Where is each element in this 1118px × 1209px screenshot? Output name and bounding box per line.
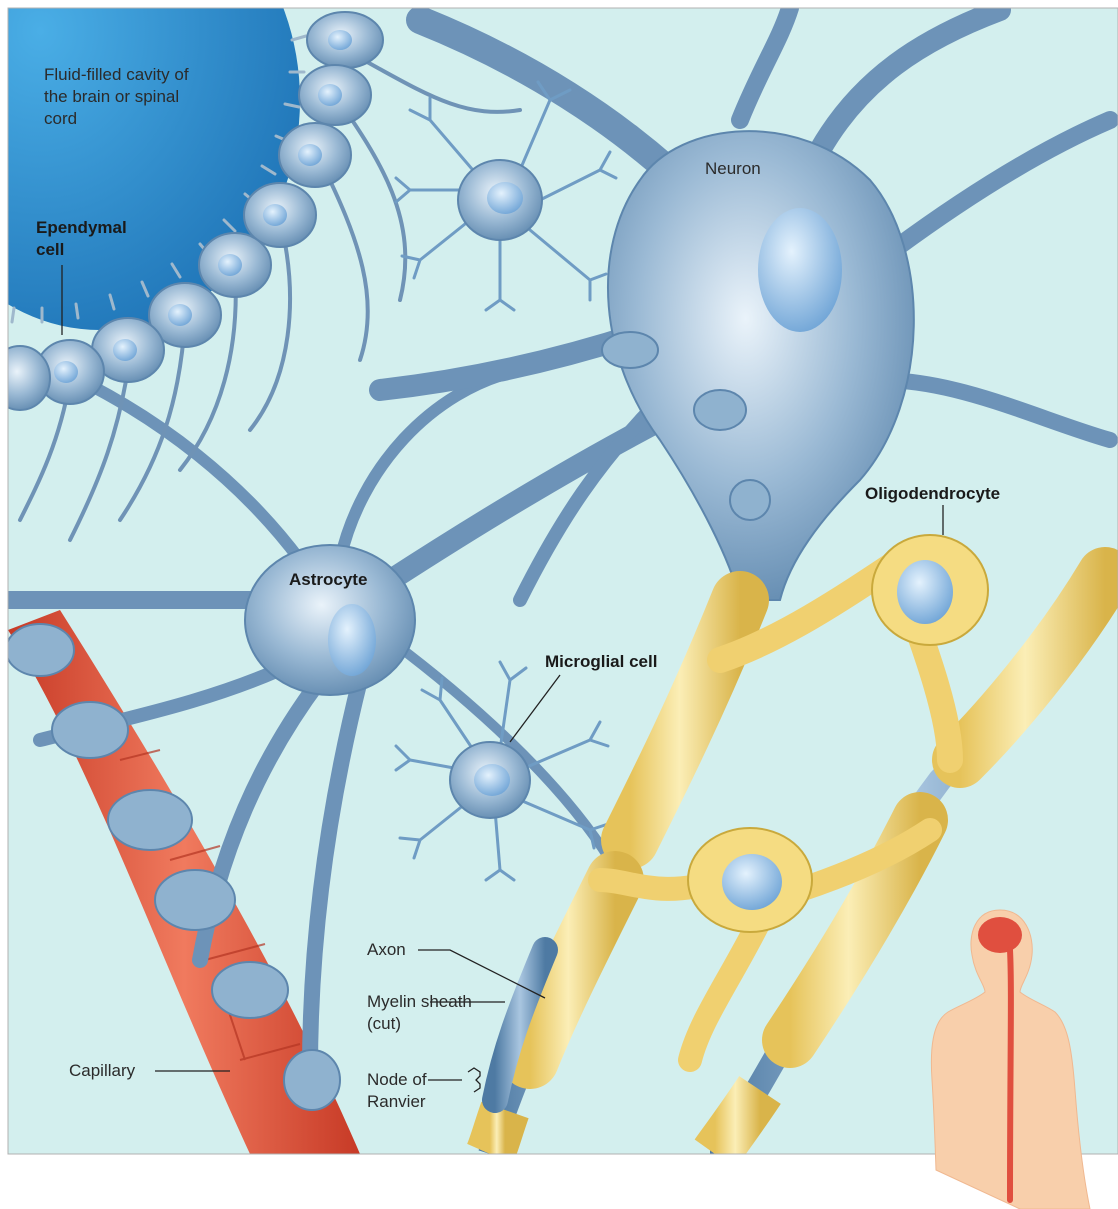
label-capillary: Capillary — [69, 1060, 135, 1082]
label-astrocyte: Astrocyte — [289, 569, 367, 591]
neuron-nucleus — [758, 208, 842, 332]
label-fluid-cavity: Fluid-filled cavity of the brain or spin… — [44, 64, 214, 130]
spinal-cord-icon — [1010, 950, 1011, 1200]
label-myelin-sheath: Myelin sheath (cut) — [367, 991, 487, 1035]
label-microglial-cell: Microglial cell — [545, 651, 657, 673]
label-axon: Axon — [367, 939, 406, 961]
label-ependymal-cell: Ependymal cell — [36, 217, 146, 261]
astrocyte-body — [245, 545, 415, 695]
label-oligodendrocyte: Oligodendrocyte — [865, 483, 1000, 505]
label-node-of-ranvier: Node of Ranvier — [367, 1069, 477, 1113]
label-neuron: Neuron — [705, 158, 761, 180]
astrocyte-nucleus — [328, 604, 376, 676]
brain-icon — [978, 917, 1022, 953]
